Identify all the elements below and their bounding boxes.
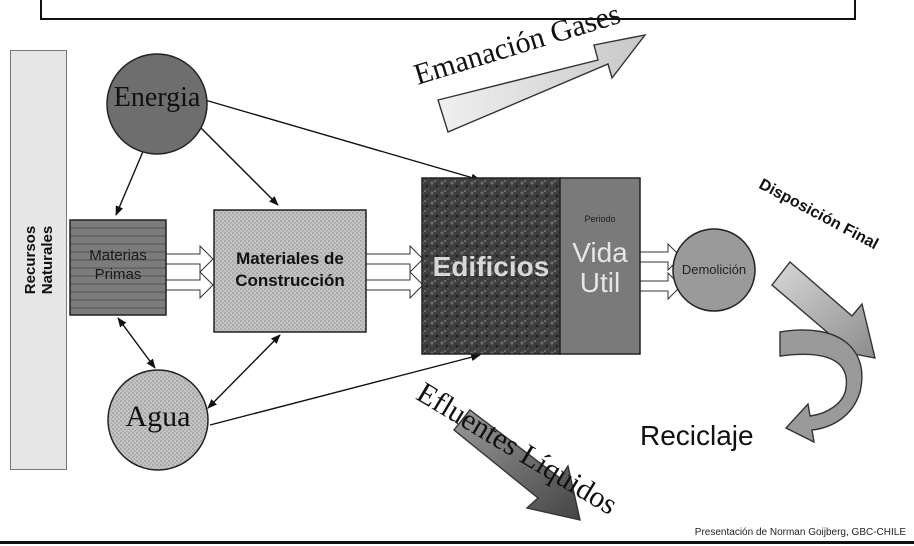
energia-circle <box>106 53 208 155</box>
edificios-box <box>421 177 561 355</box>
arrow-materias-agua <box>117 317 156 369</box>
emanacion-gases-arrow <box>437 33 647 133</box>
recursos-naturales-bar: Recursos Naturales <box>10 50 67 470</box>
flow-arrow-materias-1 <box>164 244 214 274</box>
vida-util-label: Vida Util <box>572 237 628 298</box>
arrow-energia-materiales <box>194 121 279 206</box>
reciclaje-label: Reciclaje <box>640 420 754 451</box>
materias-primas-label: Materias Primas <box>89 247 147 283</box>
vida-util-box <box>559 177 641 355</box>
arrow-agua-edificios <box>209 353 481 426</box>
flow-arrow-materiales-2 <box>365 270 424 300</box>
agua-circle <box>107 369 209 471</box>
materiales-construccion-label: Materiales de Construcción <box>235 249 345 290</box>
demolicion-label: Demolición <box>681 262 747 277</box>
agua-label: Agua <box>125 400 191 433</box>
vida-util-small-label: Periodo <box>584 214 616 224</box>
energia-label: Energia <box>113 82 201 113</box>
title-frame <box>40 0 856 20</box>
demolicion-circle <box>672 228 756 312</box>
arrow-energia-edificios <box>204 99 481 182</box>
materias-primas-box <box>69 219 167 316</box>
flow-arrow-materias-2 <box>164 270 214 300</box>
flow-arrow-materiales-1 <box>365 244 424 274</box>
materiales-construccion-box <box>213 209 367 333</box>
efluentes-liquidos-arrow <box>453 409 581 521</box>
footer-rule <box>0 541 914 544</box>
arrow-materiales-agua <box>207 334 281 409</box>
reciclaje-arrow <box>779 329 863 444</box>
edificios-label: Edificios <box>432 251 550 282</box>
flow-arrow-vida-2 <box>639 271 682 301</box>
footer-credit: Presentación de Norman Goijberg, GBC-CHI… <box>694 527 906 538</box>
